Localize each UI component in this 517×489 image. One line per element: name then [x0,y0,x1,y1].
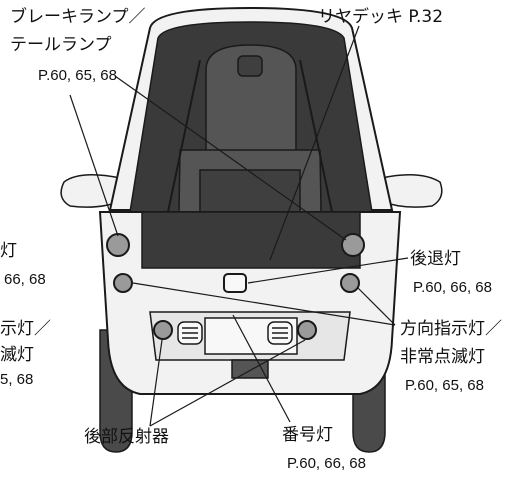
turn-signal-label-1: 方向指示灯／ [400,319,502,339]
right-turn-lamp [340,273,360,293]
license-lamp-label: 番号灯 [282,425,333,445]
left-partial-ref-1: 66, 68 [4,271,46,288]
reverse-lamp-ref: P.60, 66, 68 [413,279,492,296]
reverse-lamp-label: 後退灯 [410,249,461,269]
leader-rear-deck [269,25,360,261]
tow-hitch [231,359,269,379]
leader-brake-left [69,94,119,237]
rear-reflector-label: 後部反射器 [84,427,169,447]
brake-lamp-label-1: ブレーキランプ／ [10,7,146,27]
rear-deck-panel [199,169,301,213]
turn-signal-ref: P.60, 65, 68 [405,377,484,394]
leader-license [232,314,291,423]
reverse-lamp [223,273,247,293]
leader-turn-right [357,287,396,326]
right-mirror [377,174,443,208]
tailgate-inner [141,211,361,269]
left-partial-label-2a: 示灯／ [0,319,51,339]
left-partial-ref-2: 5, 68 [0,371,34,388]
left-grille [177,321,203,345]
leader-reflector-right [149,339,306,427]
headrest-handle [237,55,263,77]
right-brake-lamp [341,233,365,257]
left-turn-lamp [113,273,133,293]
brake-lamp-ref: P.60, 65, 68 [38,67,117,84]
leader-turn-left [132,282,396,326]
leader-lines [69,25,409,427]
brake-lamp-label-2: テールランプ [10,35,112,55]
left-reflector [153,320,173,340]
turn-signal-label-2: 非常点滅灯 [400,347,485,367]
leader-reflector-left [149,339,163,427]
left-mirror [60,174,125,208]
leader-brake-right [114,75,347,241]
seat-back [205,44,297,161]
right-reflector [297,320,317,340]
left-partial-label-1: 灯 [0,241,17,261]
rear-deck-label: リヤデッキ P.32 [318,7,444,27]
license-lamp-ref: P.60, 66, 68 [287,455,366,472]
right-grille [267,321,293,345]
left-partial-label-2b: 滅灯 [0,345,34,365]
left-brake-lamp [106,233,130,257]
leader-reverse [247,257,409,284]
